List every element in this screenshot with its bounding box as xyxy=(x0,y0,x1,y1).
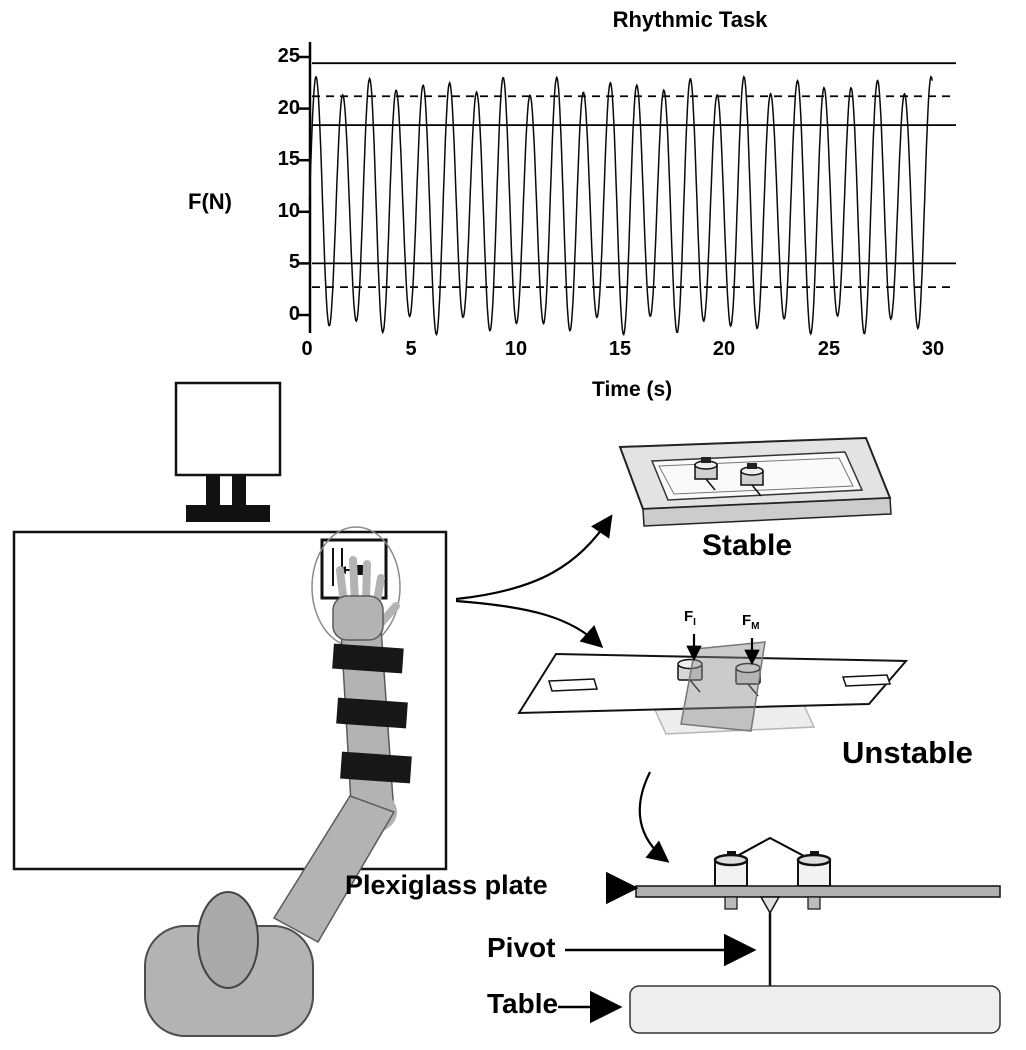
sensor-top xyxy=(796,853,832,867)
unstable-divider-plate xyxy=(680,641,766,732)
sensor-wire xyxy=(751,484,762,497)
head xyxy=(197,891,259,989)
force-label-index: FI xyxy=(684,608,696,628)
participant-figure xyxy=(144,556,412,1037)
plate-slot-right xyxy=(841,674,892,687)
unstable-sensor-index xyxy=(677,658,703,693)
x-tick-label: 5 xyxy=(405,338,417,360)
x-tick-label: 15 xyxy=(608,338,632,360)
sensor-wire xyxy=(689,679,701,693)
y-tick-label: 20 xyxy=(277,97,300,119)
force-index-sub: I xyxy=(693,617,696,628)
pivot-sensor-right xyxy=(796,851,832,887)
arm-strap xyxy=(332,643,404,674)
force-sensor-block xyxy=(353,565,369,575)
arrow-to-unstable xyxy=(455,599,604,648)
sensor-pair-caret xyxy=(736,836,805,857)
stable-sensor-left xyxy=(694,457,718,491)
bolt-right xyxy=(807,896,821,910)
unstable-plate xyxy=(517,652,909,715)
x-tick-label: 0 xyxy=(301,338,313,360)
x-tick-label: 20 xyxy=(712,338,736,360)
plate-slot-left xyxy=(548,678,598,692)
finger xyxy=(349,556,359,606)
y-tick-label: 25 xyxy=(277,45,300,67)
sensor-cap xyxy=(747,463,757,469)
x-axis-label: Time (s) xyxy=(592,378,673,401)
monitor-screen xyxy=(174,381,282,477)
stable-label: Stable xyxy=(702,529,793,562)
force-middle-sub: M xyxy=(751,621,760,632)
y-tick-label: 0 xyxy=(288,303,300,325)
x-tick-label: 25 xyxy=(817,338,841,360)
monitor-stand-left-leg xyxy=(206,476,220,505)
monitor-stand-right-leg xyxy=(232,476,246,505)
stable-recess-inner-line xyxy=(658,457,854,495)
arrow-to-stable xyxy=(455,514,613,601)
y-tick-label: 5 xyxy=(288,251,300,273)
sensor-wire xyxy=(705,478,716,491)
y-axis-label: F(N) xyxy=(188,189,232,214)
monitor-stand-base xyxy=(186,505,270,522)
pivot-label: Pivot xyxy=(487,932,556,963)
monitor xyxy=(174,381,282,522)
unstable-plate-assembly xyxy=(517,634,909,735)
table-slab xyxy=(629,985,1001,1034)
y-tick-label: 15 xyxy=(277,148,300,170)
stable-sensor-right xyxy=(740,463,764,497)
upper-arm xyxy=(272,795,396,944)
force-middle-base: F xyxy=(742,612,752,629)
palm xyxy=(332,595,384,641)
plexiglass-plate-label: Plexiglass plate xyxy=(345,870,548,900)
pivot-wedge xyxy=(759,896,781,915)
chart-plot-area xyxy=(299,42,956,337)
sensor-cap xyxy=(701,457,711,463)
stable-platform xyxy=(618,436,892,527)
plexiglass-plate-bar xyxy=(635,885,1001,898)
chart-title: Rhythmic Task xyxy=(612,7,768,32)
x-tick-label: 10 xyxy=(504,338,528,360)
unstable-label: Unstable xyxy=(842,735,973,770)
stable-front-face xyxy=(642,497,892,527)
table-label: Table xyxy=(487,988,559,1019)
pivot-sensor-left xyxy=(713,851,749,887)
arm-strap xyxy=(340,751,412,784)
sensor-top xyxy=(713,853,749,867)
arm-strap xyxy=(336,697,408,729)
force-signal-trace xyxy=(308,75,933,337)
y-tick-label: 10 xyxy=(277,200,300,222)
force-index-base: F xyxy=(684,608,694,625)
pivot-detail xyxy=(629,836,1001,1034)
x-tick-label: 30 xyxy=(921,338,945,360)
bolt-left xyxy=(724,896,738,910)
force-label-middle: FM xyxy=(742,612,760,632)
thumb xyxy=(378,602,400,626)
arrow-to-pivot-detail xyxy=(638,771,670,863)
